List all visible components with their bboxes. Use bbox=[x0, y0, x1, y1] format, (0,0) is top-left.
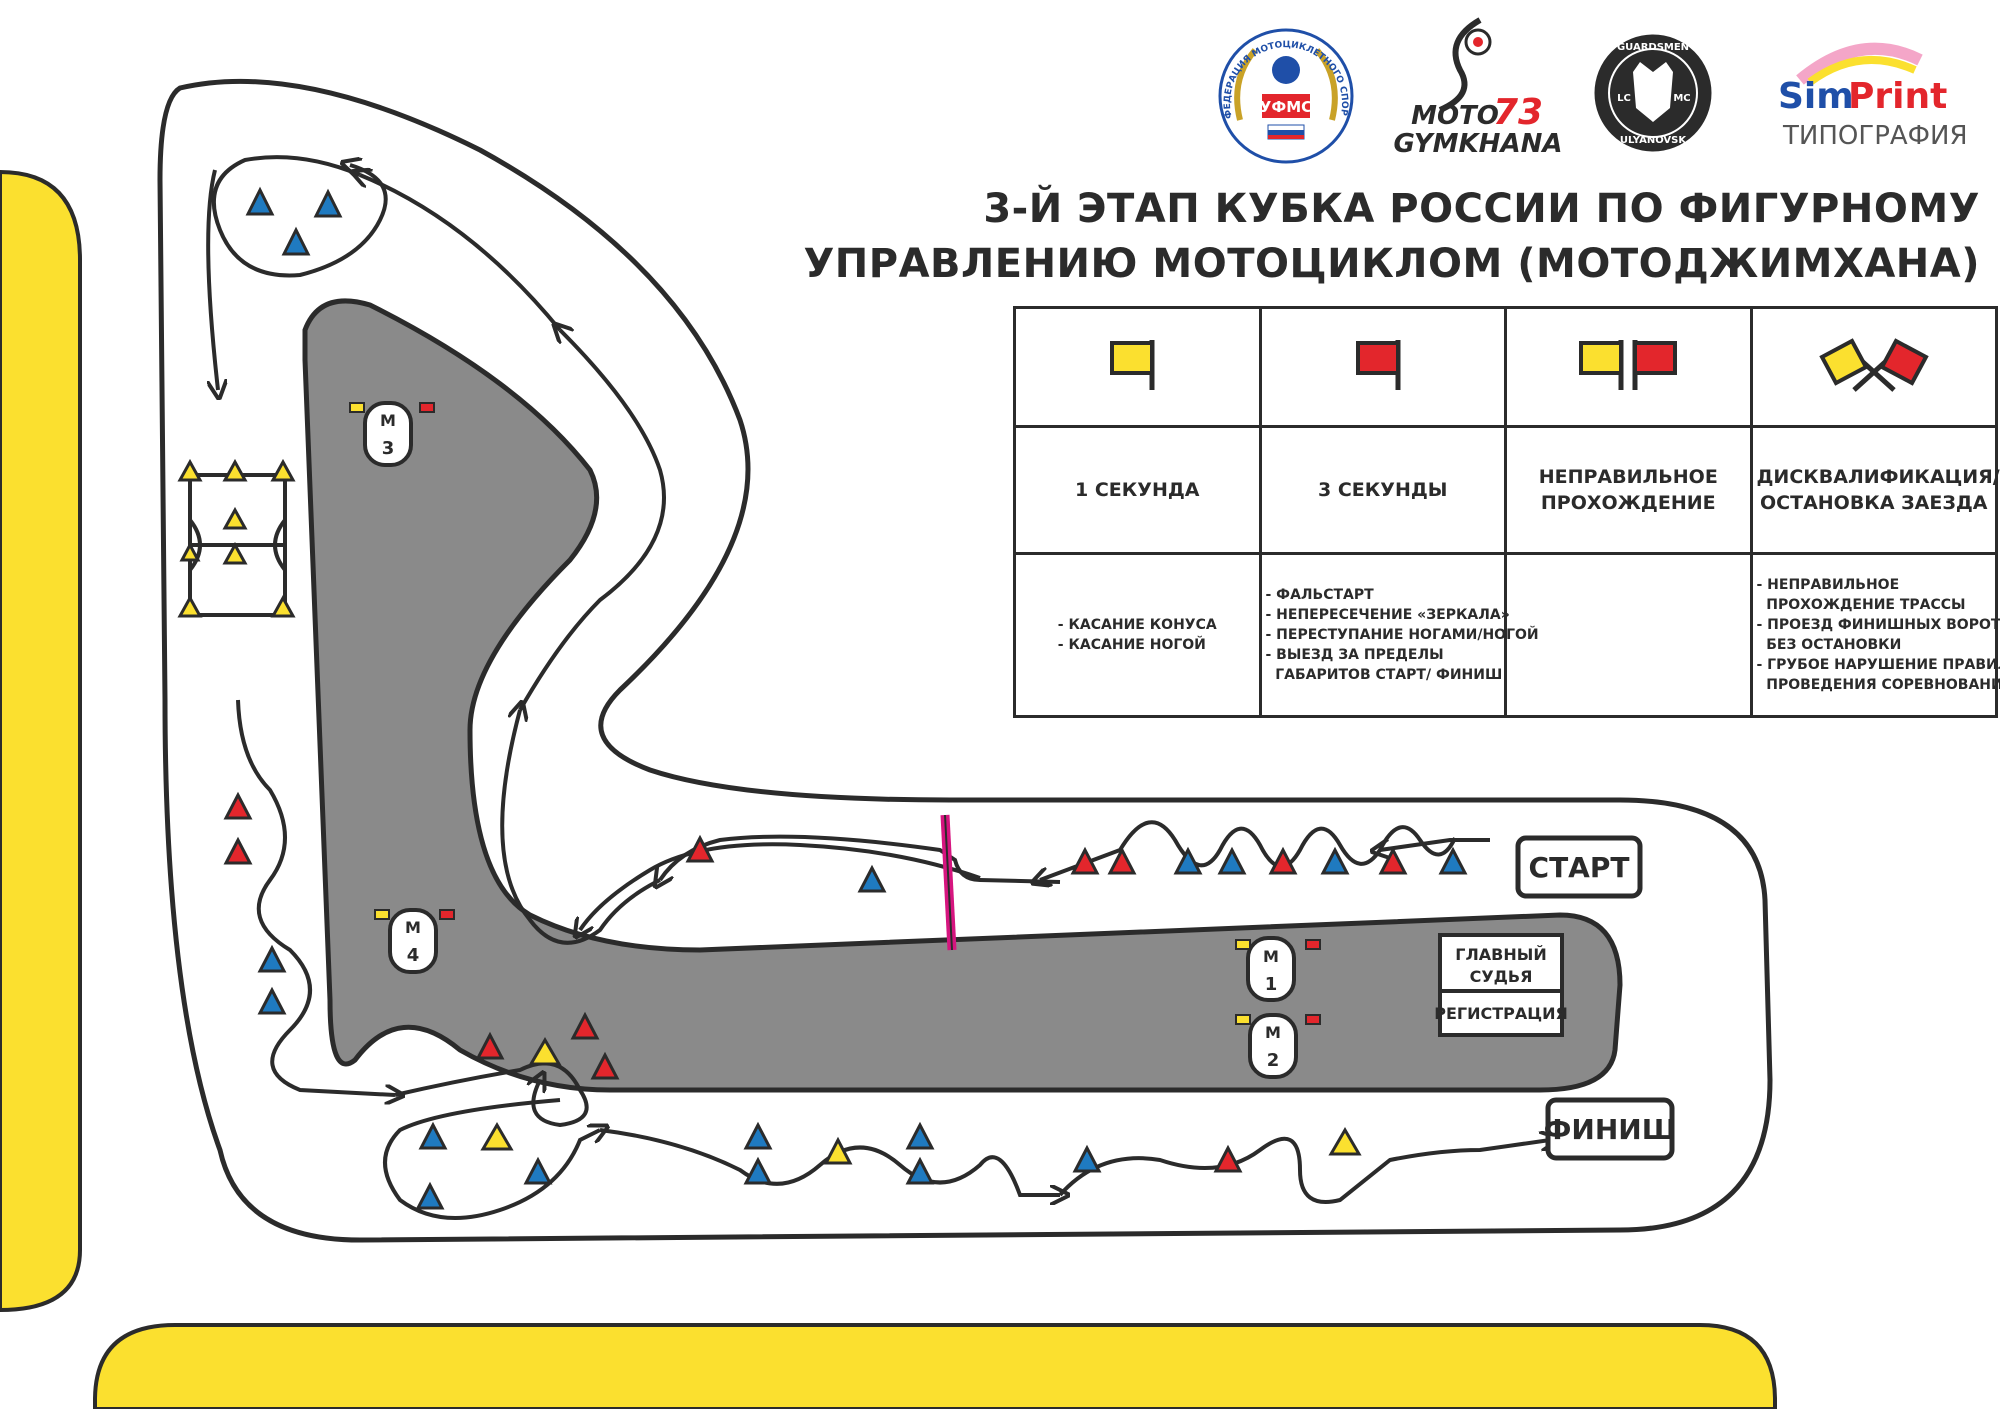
legend-label-1sec: 1 СЕКУНДА bbox=[1013, 425, 1262, 555]
marshal-number: 1 bbox=[1265, 974, 1278, 995]
cone-blue bbox=[281, 226, 311, 256]
registration-label: РЕГИСТРАЦИЯ bbox=[1434, 1004, 1568, 1023]
legend-flag-cell bbox=[1504, 306, 1753, 428]
marshal-4: М 4 bbox=[374, 908, 455, 974]
svg-text:ГЛАВНЫЙ: ГЛАВНЫЙ bbox=[1455, 945, 1546, 964]
legend-label-3sec: 3 СЕКУНДЫ bbox=[1258, 425, 1507, 555]
svg-text:УФМС: УФМС bbox=[1260, 98, 1312, 116]
simprint-logo: Sim Print ТИПОГРАФИЯ bbox=[1778, 42, 1968, 151]
svg-text:MOTO: MOTO bbox=[1411, 101, 1499, 131]
finish-label: ФИНИШ bbox=[1544, 1097, 1677, 1161]
svg-text:73: 73 bbox=[1493, 92, 1543, 133]
yellow-and-red-flags-icon bbox=[1579, 340, 1678, 390]
svg-text:СТАРТ: СТАРТ bbox=[1529, 851, 1630, 884]
legend-rules-disqualification: - НЕПРАВИЛЬНОЕ ПРОХОЖДЕНИЕ ТРАССЫ - ПРОЕ… bbox=[1749, 552, 2000, 718]
title-line-1: 3-Й ЭТАП КУБКА РОССИИ ПО ФИГУРНОМУ bbox=[983, 186, 1980, 232]
moto73-logo: MOTO 73 GYMKHANA bbox=[1394, 17, 1563, 159]
svg-text:Sim: Sim bbox=[1778, 76, 1854, 117]
marshal-1: М 1 bbox=[1235, 936, 1321, 1002]
legend-rules-1sec: - КАСАНИЕ КОНУСА - КАСАНИЕ НОГОЙ bbox=[1013, 552, 1262, 718]
yellow-left-band bbox=[0, 169, 82, 1313]
cone-blue bbox=[313, 188, 343, 218]
yellow-bottom-band bbox=[93, 1323, 1777, 1409]
legend-label-disqualification: ДИСКВАЛИФИКАЦИЯ/ ОСТАНОВКА ЗАЕЗДА bbox=[1749, 425, 2000, 555]
judge-box: ГЛАВНЫЙ СУДЬЯ РЕГИСТРАЦИЯ bbox=[1434, 933, 1568, 1037]
marshal-number: 3 bbox=[382, 438, 395, 459]
marshal-letter: М bbox=[1265, 1023, 1281, 1042]
event-title: 3-Й ЭТАП КУБКА РОССИИ ПО ФИГУРНОМУ УПРАВ… bbox=[780, 182, 1980, 292]
marshal-number: 2 bbox=[1267, 1050, 1280, 1071]
svg-text:GYMKHANA: GYMKHANA bbox=[1394, 129, 1563, 159]
svg-text:LC: LC bbox=[1617, 93, 1631, 104]
title-line-2: УПРАВЛЕНИЮ МОТОЦИКЛОМ (МОТОДЖИМХАНА) bbox=[803, 241, 1980, 287]
marshal-letter: М bbox=[405, 918, 421, 937]
svg-text:MC: MC bbox=[1673, 93, 1690, 104]
svg-text:ТИПОГРАФИЯ: ТИПОГРАФИЯ bbox=[1782, 121, 1968, 151]
legend-rules-3sec: - ФАЛЬСТАРТ - НЕПЕРЕСЕЧЕНИЕ «ЗЕРКАЛА» - … bbox=[1258, 552, 1539, 718]
legend-label-wrong-pass: НЕПРАВИЛЬНОЕ ПРОХОЖДЕНИЕ bbox=[1504, 425, 1753, 555]
cones bbox=[177, 186, 1468, 1210]
legend-rules-wrong-pass bbox=[1504, 552, 1753, 718]
svg-text:ULYANOVSK: ULYANOVSK bbox=[1620, 135, 1688, 146]
legend-flag-cell bbox=[1013, 306, 1262, 428]
crossed-flags-icon bbox=[1819, 338, 1929, 392]
cone-blue bbox=[245, 186, 275, 216]
svg-text:GUARDSMEN: GUARDSMEN bbox=[1617, 42, 1689, 53]
route-path bbox=[206, 155, 1550, 1220]
start-label: СТАРТ bbox=[1515, 835, 1643, 899]
marshal-3: М 3 bbox=[349, 401, 435, 467]
marshal-letter: М bbox=[1263, 947, 1279, 966]
svg-text:СУДЬЯ: СУДЬЯ bbox=[1470, 967, 1533, 986]
guardsmen-logo: GUARDSMEN LC MC ULYANOVSK bbox=[1591, 31, 1715, 155]
penalty-legend: 1 СЕКУНДА 3 СЕКУНДЫ НЕПРАВИЛЬНОЕ ПРОХОЖД… bbox=[1013, 306, 2000, 718]
legend-flag-cell bbox=[1258, 306, 1507, 428]
svg-text:Print: Print bbox=[1848, 76, 1947, 117]
marshal-letter: М bbox=[380, 411, 396, 430]
marshal-2: М 2 bbox=[1235, 1013, 1321, 1079]
legend-flag-cell bbox=[1749, 306, 1998, 428]
yellow-flag-icon bbox=[1110, 340, 1155, 390]
svg-text:ФИНИШ: ФИНИШ bbox=[1544, 1113, 1677, 1146]
marshal-number: 4 bbox=[407, 945, 420, 966]
red-flag-icon bbox=[1355, 340, 1401, 390]
